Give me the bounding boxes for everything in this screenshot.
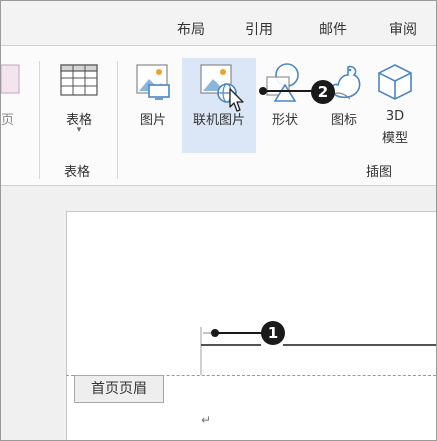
tab-layout[interactable]: 布局: [177, 22, 205, 38]
blank-page-button-partial[interactable]: 页: [1, 63, 25, 143]
header-boundary-line: [66, 375, 436, 376]
tab-mailings[interactable]: 邮件: [319, 22, 347, 38]
shapes-icon: [266, 63, 299, 102]
partial-label: 页: [1, 113, 15, 128]
page-icon: [1, 64, 20, 94]
icons-label: 图标: [330, 113, 357, 128]
callout-badge-2: 2: [311, 80, 335, 104]
3d-model-label-line1: 3D: [385, 109, 405, 124]
mouse-cursor-icon: [229, 88, 244, 112]
cube-icon: [378, 64, 412, 100]
picture-button[interactable]: 图片: [127, 61, 179, 151]
document-page[interactable]: [66, 211, 436, 440]
group-separator: [39, 61, 40, 179]
tables-group-label: 表格: [64, 165, 91, 180]
3d-model-label-line2: 模型: [381, 131, 408, 146]
illustrations-group-label: 插图: [366, 165, 393, 180]
picture-label: 图片: [139, 113, 166, 128]
online-picture-button[interactable]: 联机图片: [182, 61, 256, 151]
tab-review[interactable]: 审阅: [389, 22, 417, 38]
online-picture-icon: [200, 64, 237, 103]
online-picture-label: 联机图片: [192, 113, 245, 128]
tab-references[interactable]: 引用: [245, 22, 273, 38]
chevron-down-icon: ▾: [76, 125, 82, 135]
paragraph-mark: ↵: [201, 413, 212, 427]
icons-icon: [325, 65, 361, 100]
ribbon-divider: [1, 185, 436, 186]
icons-button[interactable]: 图标: [321, 61, 367, 151]
menu-divider: [1, 45, 436, 46]
table-icon: [60, 64, 98, 96]
callout-badge-1: 1: [261, 321, 285, 345]
picture-icon: [136, 64, 170, 100]
3d-model-button[interactable]: 3D 模型: [373, 61, 417, 157]
menu-bar: 布局 引用 邮件 审阅: [1, 1, 436, 45]
shapes-button[interactable]: 形状: [261, 61, 309, 151]
group-separator: [117, 61, 118, 179]
table-button[interactable]: 表格 ▾: [53, 61, 105, 151]
first-page-header-tag: 首页页眉: [74, 375, 164, 403]
table-label: 表格: [65, 113, 92, 128]
shapes-label: 形状: [271, 113, 298, 128]
